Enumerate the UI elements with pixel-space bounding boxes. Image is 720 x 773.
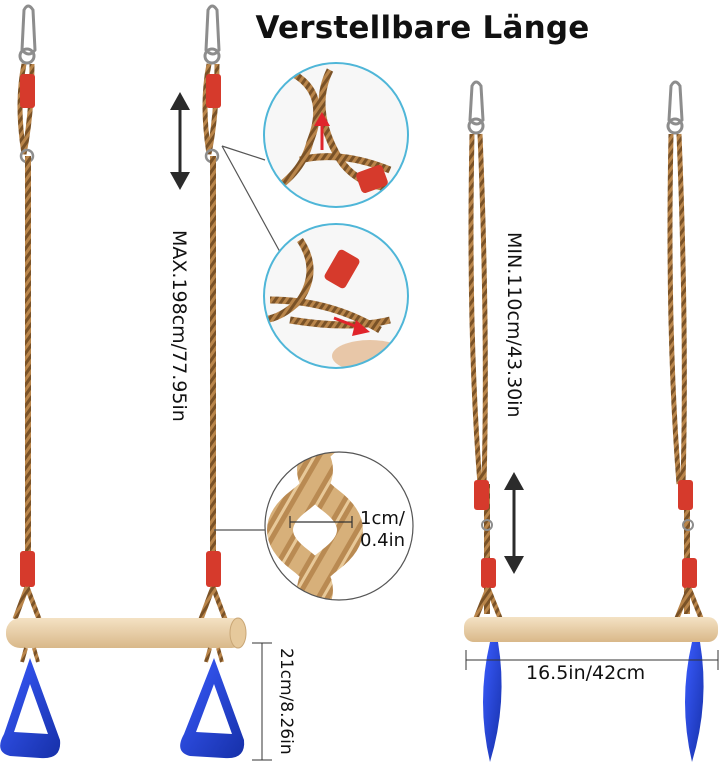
rope-diameter-label-line2: 0.4in [360,530,406,551]
callout-rope-braid [264,451,414,601]
triangle-handle-icon [0,658,61,759]
carabiner-hook-icon [467,80,485,135]
carabiner-hook-icon [18,4,37,65]
up-down-arrow-icon [170,92,190,190]
bar-width-label: 16.5in/42cm [526,662,646,684]
carabiner-hook-icon [203,4,221,65]
page-title: Verstellbare Länge [255,10,590,46]
triangle-handle-icon [180,658,245,759]
up-down-arrow-icon [504,472,524,574]
rope-adjuster-icon [474,480,697,588]
callout-knot-up [263,62,409,208]
rope-diameter-label-line1: 1cm/ [360,508,405,529]
ring-height-label: 21cm/8.26in [276,648,296,755]
min-length-label: MIN.110cm/43.30in [503,232,525,418]
left-swing [0,4,247,759]
callout-knot-pull [263,223,409,369]
carabiner-hook-icon [666,80,684,135]
ring-height-dimension-line [252,642,272,761]
max-length-label: MAX.198cm/77.95in [168,230,190,422]
bar-width-dimension-line [465,650,719,670]
right-swing [464,80,718,762]
rope-adjuster-icon [20,74,221,587]
